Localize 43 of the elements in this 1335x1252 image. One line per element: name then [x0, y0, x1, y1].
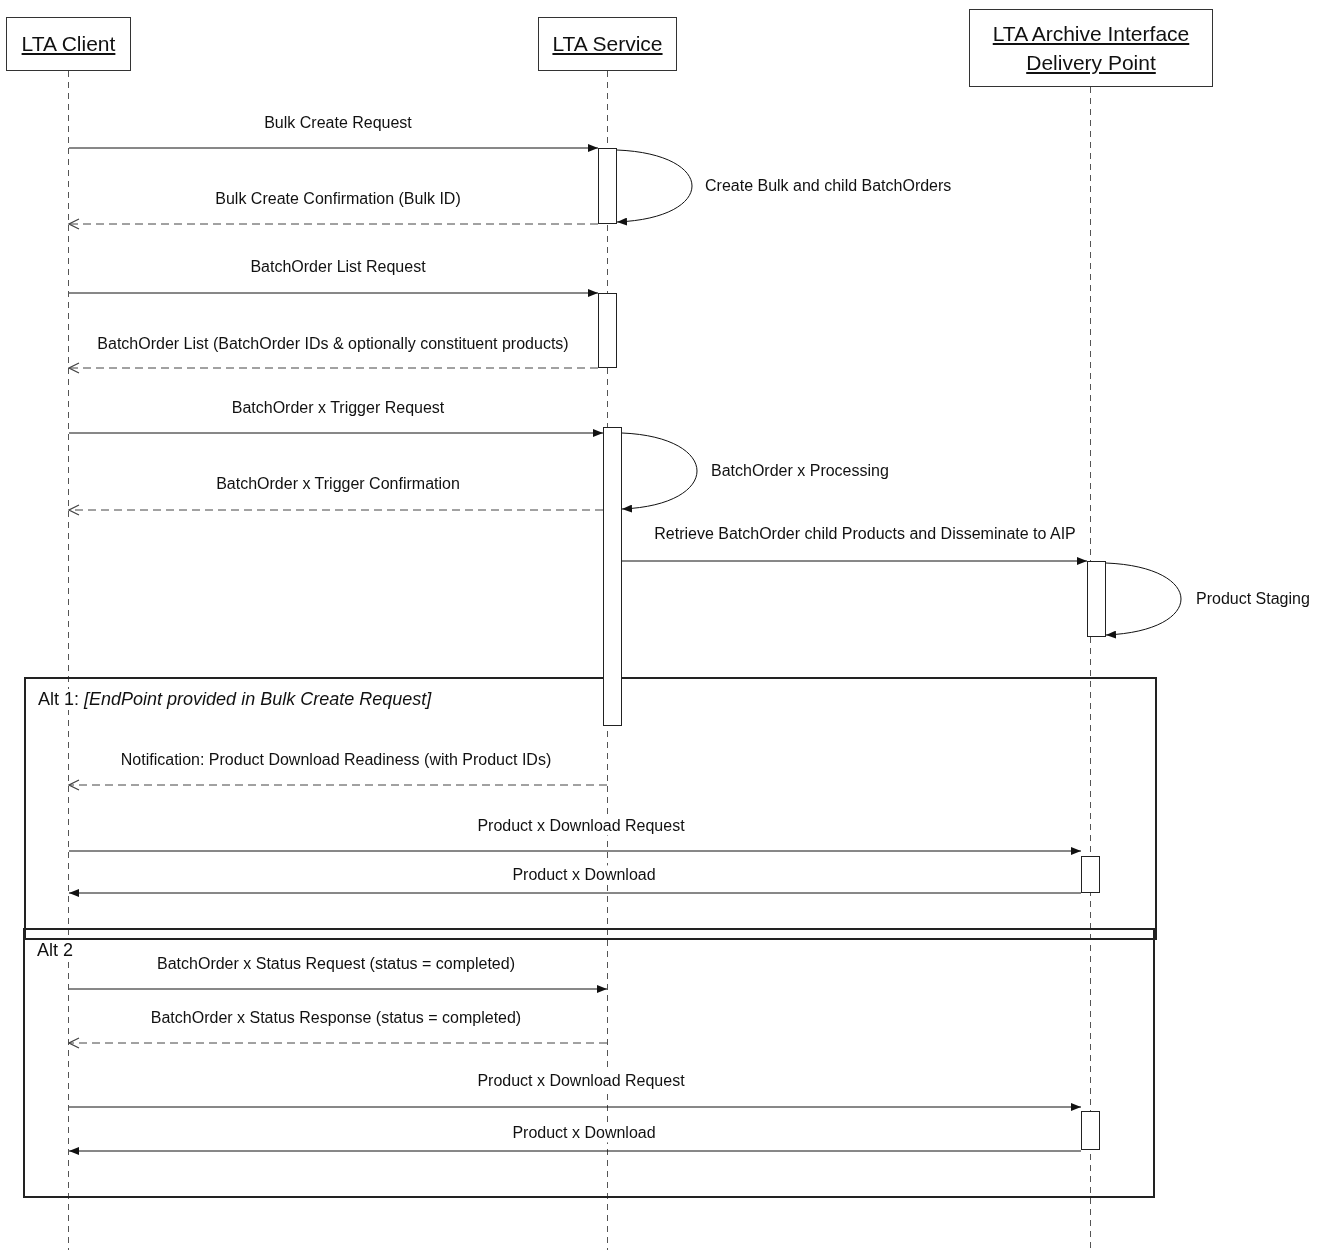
message-label: Product Staging: [1194, 589, 1312, 609]
message-label: BatchOrder x Trigger Confirmation: [214, 474, 462, 494]
lifeline: [68, 71, 69, 1250]
reply-arrow: [68, 1037, 608, 1049]
frame-label: Alt 1: [EndPoint provided in Bulk Create Request]: [36, 689, 434, 710]
message-label: Product x Download Request: [475, 816, 687, 836]
reply-arrow: [68, 362, 599, 374]
message-label: Bulk Create Confirmation (Bulk ID): [213, 189, 463, 209]
activation-bar: [598, 148, 617, 224]
participant-name: LTA Archive Interface Delivery Point: [991, 20, 1191, 76]
message-label: Product x Download Request: [475, 1071, 687, 1091]
participant-box: [538, 17, 677, 71]
reply-arrow: [68, 218, 599, 230]
message-label: Product x Download: [510, 1123, 658, 1143]
activation-bar: [1081, 856, 1100, 893]
message-arrow: [68, 889, 1082, 897]
reply-arrow: [68, 504, 604, 516]
message-label: BatchOrder x Processing: [709, 461, 891, 481]
activation-bar: [603, 427, 622, 726]
activation-bar: [598, 293, 617, 368]
participant-box: [969, 9, 1213, 87]
self-message-arrow: [1105, 562, 1182, 639]
participant-name: LTA Service: [551, 31, 664, 58]
self-message-arrow: [616, 149, 693, 226]
reply-arrow: [68, 779, 608, 791]
message-arrow: [68, 1147, 1082, 1155]
message-arrow: [621, 557, 1088, 565]
activation-bar: [1087, 561, 1106, 637]
activation-bar: [1081, 1111, 1100, 1150]
message-arrow: [68, 1103, 1082, 1111]
message-arrow: [68, 429, 604, 437]
message-label: BatchOrder List Request: [248, 257, 428, 277]
self-message-arrow: [621, 432, 698, 512]
message-label: BatchOrder x Status Request (status = completed): [155, 954, 517, 974]
message-label: Bulk Create Request: [262, 113, 414, 133]
message-arrow: [68, 847, 1082, 855]
message-arrow: [68, 144, 599, 152]
participant-box: [6, 17, 131, 71]
message-arrow: [68, 985, 608, 993]
participant-name: LTA Client: [20, 31, 117, 58]
message-label: BatchOrder List (BatchOrder IDs & optionally constituent products): [95, 334, 571, 354]
alt-frame: [23, 928, 1155, 1198]
message-arrow: [68, 289, 599, 297]
